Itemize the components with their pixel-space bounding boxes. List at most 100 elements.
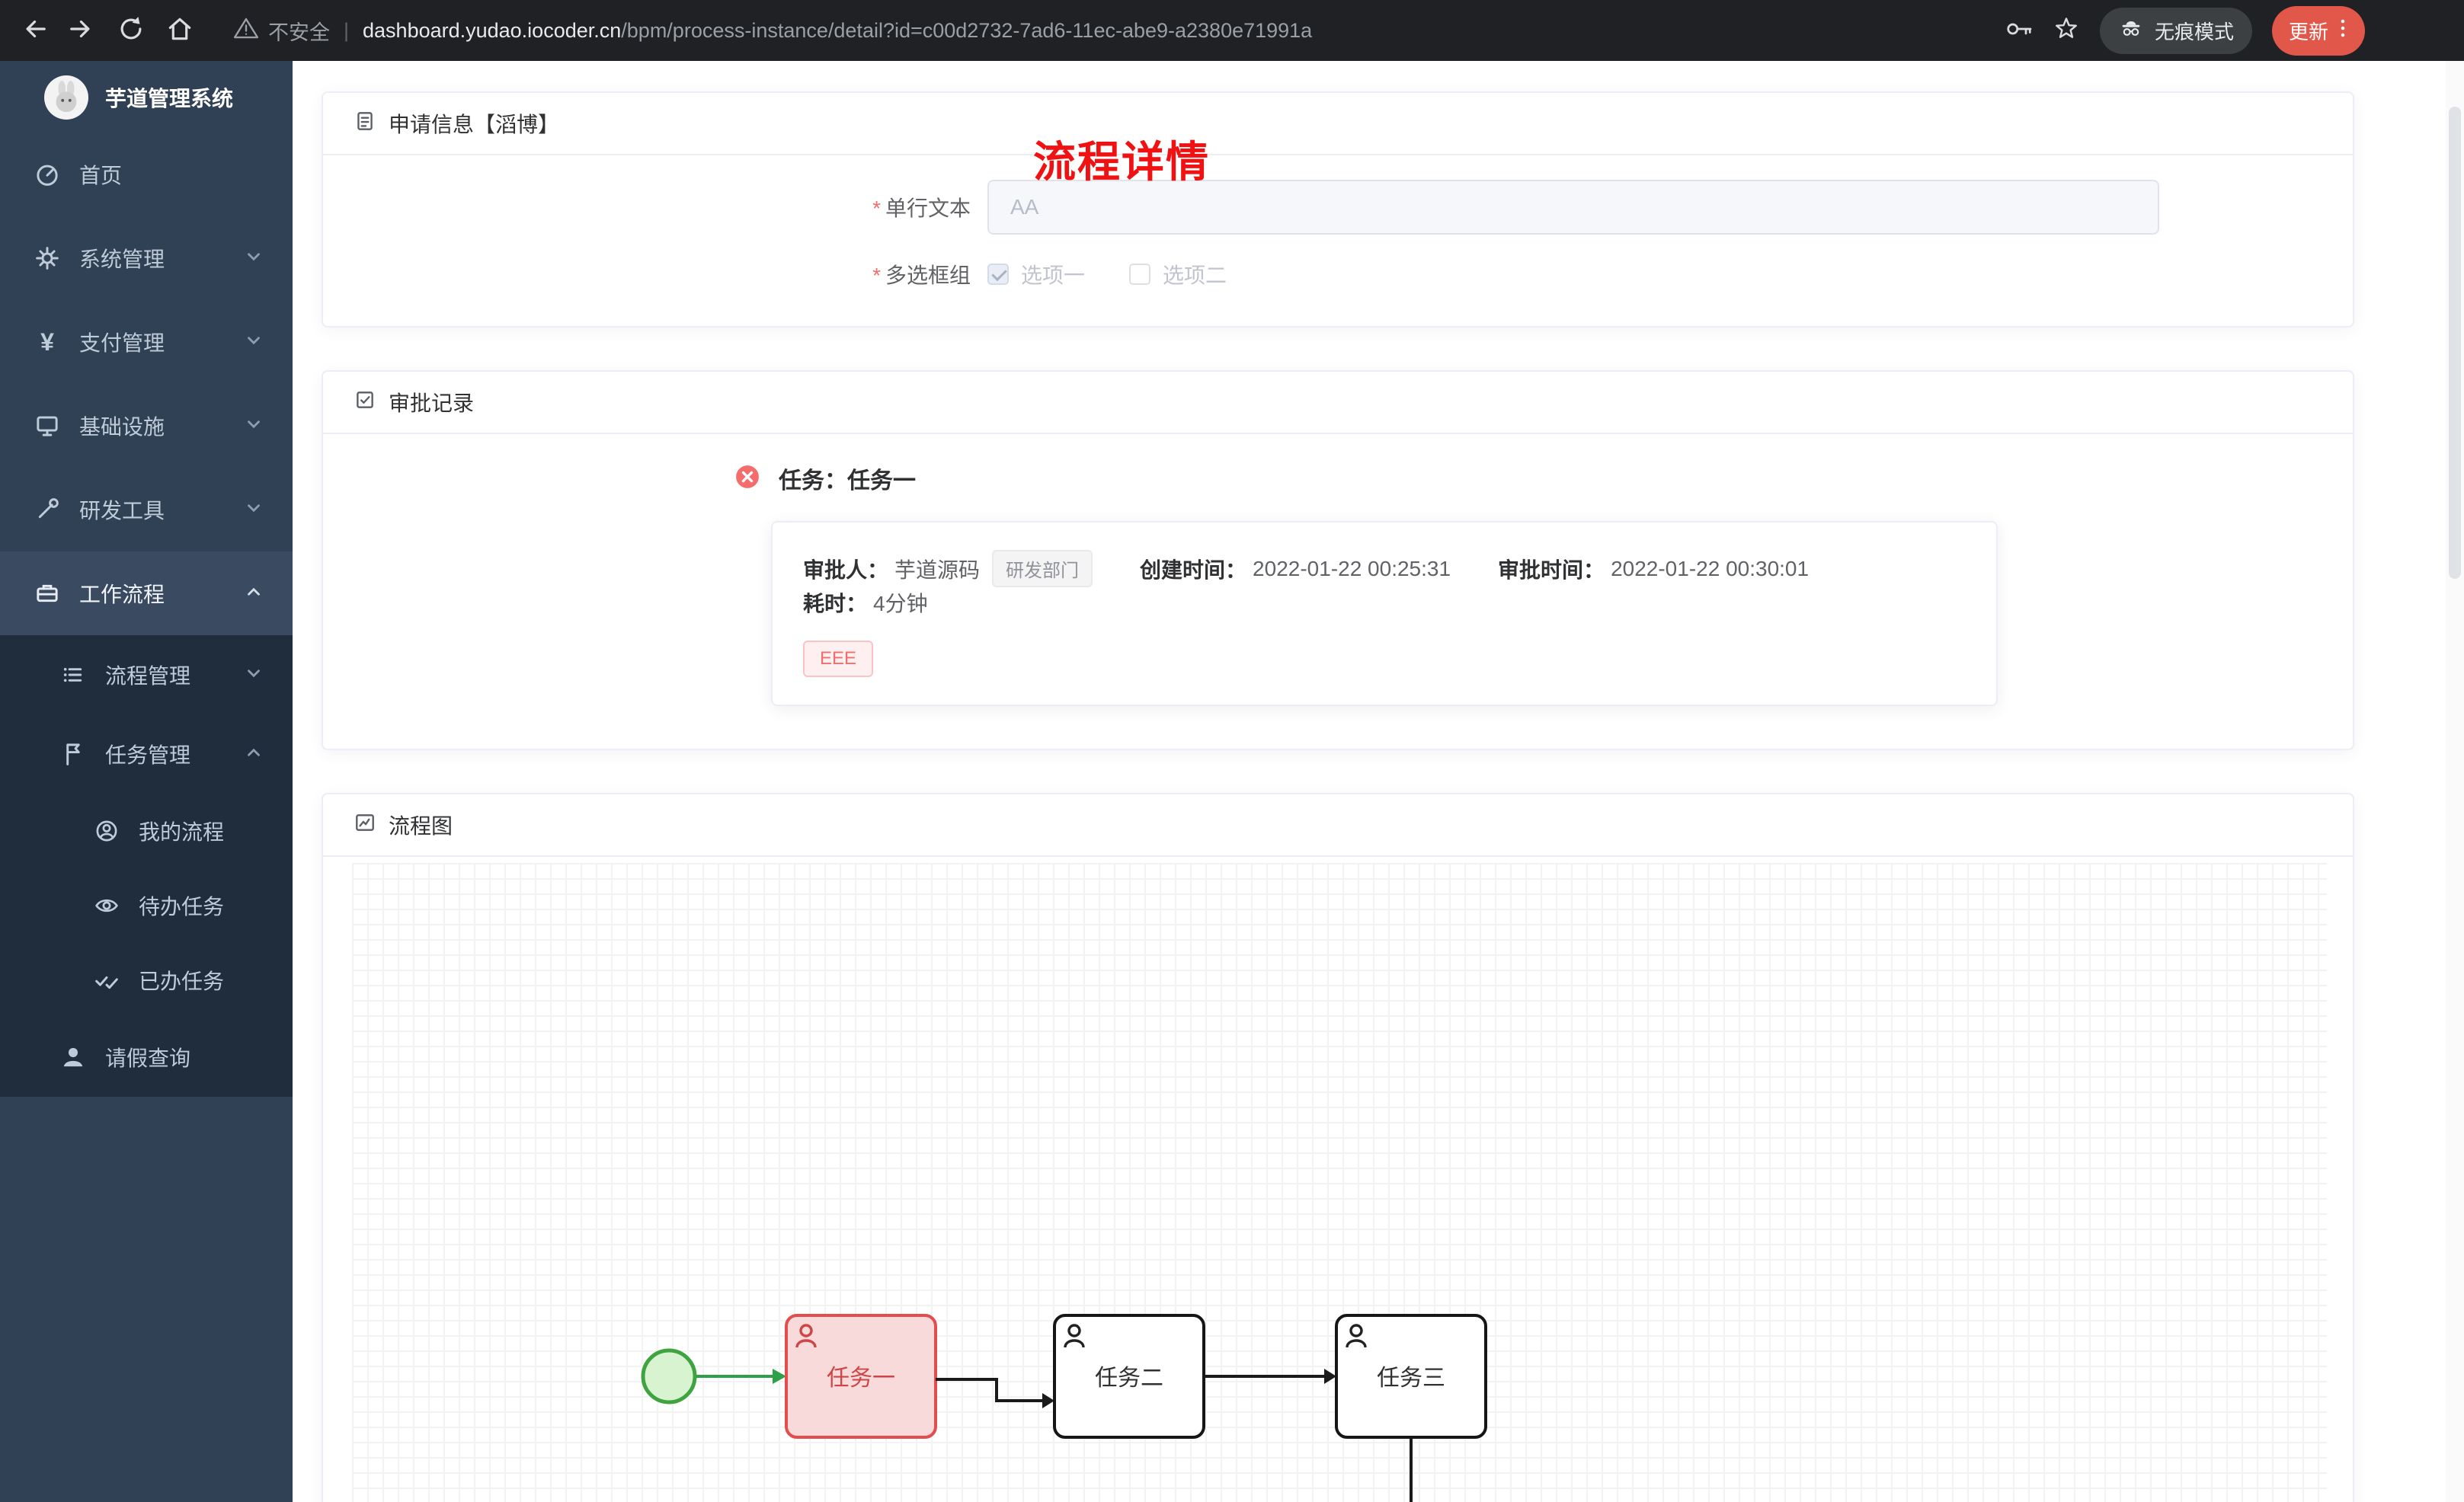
url-separator: | <box>344 18 350 42</box>
bpmn-canvas[interactable]: 任务一 任务二 <box>352 863 2327 1502</box>
approval-detail-line: 审批人： 芋道源码 研发部门 创建时间： 2022-01-22 00:25:31… <box>803 550 1966 618</box>
back-button[interactable] <box>12 9 55 52</box>
checkbox-checked-icon[interactable] <box>987 264 1009 285</box>
sidebar-item-workflow[interactable]: 工作流程 <box>0 551 293 635</box>
task-title: 任务：任务一 <box>779 468 916 494</box>
sidebar-item-process-management[interactable]: 流程管理 <box>0 635 293 714</box>
task-node-label: 任务一 <box>827 1366 895 1391</box>
checkbox-option-2[interactable]: 选项二 <box>1129 259 1227 289</box>
arrowhead-icon <box>1324 1369 1336 1384</box>
task-node-1[interactable] <box>785 1314 937 1439</box>
sidebar-item-label: 基础设施 <box>79 415 165 439</box>
incognito-label: 无痕模式 <box>2154 20 2234 43</box>
diagram-body: 任务一 任务二 <box>323 857 2353 1502</box>
user-task-icon <box>1346 1324 1367 1348</box>
chevron-up-icon <box>244 582 264 606</box>
sidebar-item-label: 任务管理 <box>105 743 191 767</box>
double-check-icon <box>93 967 120 994</box>
scrollbar-thumb[interactable] <box>2449 107 2461 579</box>
main-content: 流程详情 申请信息【滔博】 *单行文本 *多选框组 选项一 <box>293 61 2464 1502</box>
incognito-icon <box>2118 15 2144 46</box>
star-icon[interactable] <box>2053 15 2080 46</box>
sidebar-item-label: 待办任务 <box>139 895 225 919</box>
sidebar-item-label: 请假查询 <box>105 1047 191 1070</box>
document-icon <box>354 110 376 138</box>
home-button[interactable] <box>158 9 201 52</box>
page-scrollbar <box>2446 61 2464 1502</box>
sidebar-item-my-processes[interactable]: 我的流程 <box>0 794 293 868</box>
flag-icon <box>59 740 87 768</box>
sidebar: 芋道管理系统 首页 系统管理 ¥ 支付管理 基础设施 研发工具 工作流程 流程管… <box>0 61 293 1502</box>
back-icon <box>19 14 48 47</box>
flow-diagram-card-header: 流程图 <box>323 794 2353 857</box>
apply-info-card: 申请信息【滔博】 *单行文本 *多选框组 选项一 选项二 <box>322 91 2354 328</box>
flow-task1-to-task2 <box>936 1378 1042 1402</box>
page-title: 流程详情 <box>1033 138 1210 186</box>
checkbox-field-label: *多选框组 <box>872 264 971 287</box>
check-square-icon <box>354 388 376 417</box>
forward-button[interactable] <box>61 9 104 52</box>
incognito-badge: 无痕模式 <box>2099 7 2252 54</box>
sidebar-item-todo-tasks[interactable]: 待办任务 <box>0 868 293 943</box>
url-path: /bpm/process-instance/detail?id=c00d2732… <box>621 18 1313 42</box>
checkbox-option-label: 选项一 <box>1021 264 1086 287</box>
single-line-text-input[interactable] <box>987 180 2159 235</box>
sidebar-item-label: 首页 <box>79 164 123 187</box>
sidebar-item-label: 支付管理 <box>79 331 165 355</box>
user-task-icon <box>795 1324 817 1348</box>
update-label: 更新 <box>2288 20 2328 43</box>
sidebar-item-label: 工作流程 <box>79 583 165 606</box>
warning-icon <box>233 15 268 46</box>
key-icon[interactable] <box>2005 15 2033 46</box>
person-icon <box>59 1043 87 1071</box>
picture-icon <box>354 811 376 839</box>
app-logo[interactable]: 芋道管理系统 <box>0 61 293 133</box>
checkbox-option-1[interactable]: 选项一 <box>987 259 1085 289</box>
refresh-button[interactable] <box>110 9 152 52</box>
address-bar[interactable]: 不安全 | dashboard.yudao.iocoder.cn/bpm/pro… <box>233 15 2005 46</box>
chevron-down-icon <box>244 247 264 270</box>
bpmn-diagram: 任务一 任务二 <box>641 1314 1487 1502</box>
sidebar-item-payment[interactable]: ¥ 支付管理 <box>0 300 293 384</box>
user-circle-icon <box>93 817 120 845</box>
required-asterisk: * <box>872 197 881 220</box>
sidebar-item-label: 已办任务 <box>139 970 225 993</box>
gear-icon <box>34 244 61 272</box>
flow-diagram-card: 流程图 任务一 <box>322 793 2354 1502</box>
create-time-pair: 创建时间： 2022-01-22 00:25:31 <box>1140 556 1451 582</box>
yen-icon: ¥ <box>40 328 54 356</box>
checkbox-unchecked-icon[interactable] <box>1129 264 1151 285</box>
app-title: 芋道管理系统 <box>105 87 234 110</box>
monitor-icon <box>34 412 61 439</box>
arrowhead-icon <box>773 1369 786 1384</box>
apply-info-card-title: 申请信息【滔博】 <box>389 113 560 136</box>
update-button[interactable]: 更新 <box>2271 5 2365 56</box>
sidebar-item-home[interactable]: 首页 <box>0 133 293 216</box>
more-vert-icon[interactable] <box>2338 14 2348 47</box>
tool-icon <box>34 496 61 523</box>
sidebar-item-system[interactable]: 系统管理 <box>0 216 293 300</box>
arrowhead-icon <box>1042 1393 1054 1408</box>
chevron-up-icon <box>244 743 264 766</box>
task-status-row: 任务：任务一 <box>323 462 2353 495</box>
sidebar-item-infrastructure[interactable]: 基础设施 <box>0 384 293 468</box>
approval-detail-card: 审批人： 芋道源码 研发部门 创建时间： 2022-01-22 00:25:31… <box>771 521 1998 706</box>
flow-diagram-card-title: 流程图 <box>389 814 453 838</box>
chevron-down-icon <box>244 663 264 687</box>
dashboard-icon <box>34 161 61 188</box>
error-circle-icon <box>734 464 760 494</box>
checkbox-field-row: *多选框组 选项一 选项二 <box>323 259 2353 326</box>
sidebar-item-done-tasks[interactable]: 已办任务 <box>0 943 293 1018</box>
rabbit-logo-icon <box>44 75 88 120</box>
sidebar-item-leave-query[interactable]: 请假查询 <box>0 1018 293 1097</box>
sidebar-item-devtools[interactable]: 研发工具 <box>0 468 293 551</box>
user-task-icon <box>1064 1324 1085 1348</box>
sidebar-item-label: 系统管理 <box>79 248 165 271</box>
workflow-submenu: 流程管理 任务管理 我的流程 待办任务 已办任务 请假查询 <box>0 635 293 1097</box>
start-event-node[interactable] <box>641 1348 697 1405</box>
chevron-down-icon <box>244 331 264 354</box>
refresh-icon <box>117 14 146 47</box>
text-field-row: *单行文本 <box>323 180 2353 235</box>
chevron-down-icon <box>244 414 264 438</box>
sidebar-item-task-management[interactable]: 任务管理 <box>0 714 293 794</box>
